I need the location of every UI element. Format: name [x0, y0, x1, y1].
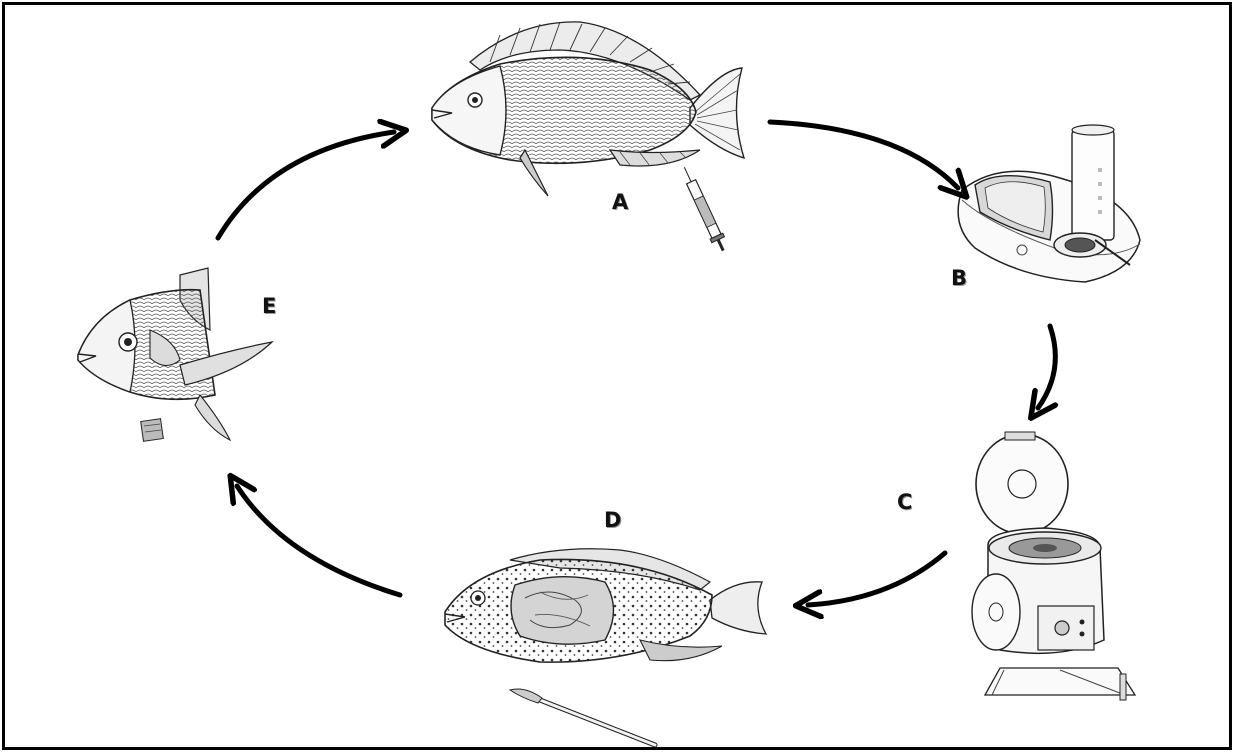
stage-label-b: B [951, 266, 967, 290]
stage-d-dissection-illustration [445, 549, 766, 745]
stage-b-glucometer-illustration [958, 125, 1140, 282]
fish-with-scale-sample-icon [78, 268, 272, 441]
stage-label-d: D [604, 508, 621, 532]
arrow-c-to-d [808, 553, 945, 605]
arrow-a-to-b [770, 122, 958, 188]
arrow-b-to-c [1038, 326, 1055, 408]
centrifuge-icon [972, 432, 1135, 700]
stage-a-fish-illustration [432, 22, 744, 254]
stage-c-centrifuge-illustration [972, 432, 1135, 700]
arrow-d-to-e [237, 486, 400, 595]
scalpel-icon [510, 689, 655, 745]
tilapia-icon [432, 22, 744, 196]
glucometer-analyzer-icon [958, 125, 1140, 282]
dissected-fish-icon [445, 549, 766, 662]
arrow-e-to-a [218, 132, 394, 238]
stage-e-scale-sample-illustration [78, 268, 272, 441]
stage-label-a: A [612, 190, 628, 214]
syringe-icon [678, 164, 730, 253]
stage-label-e: E [262, 294, 276, 318]
stage-label-c: C [897, 490, 912, 514]
